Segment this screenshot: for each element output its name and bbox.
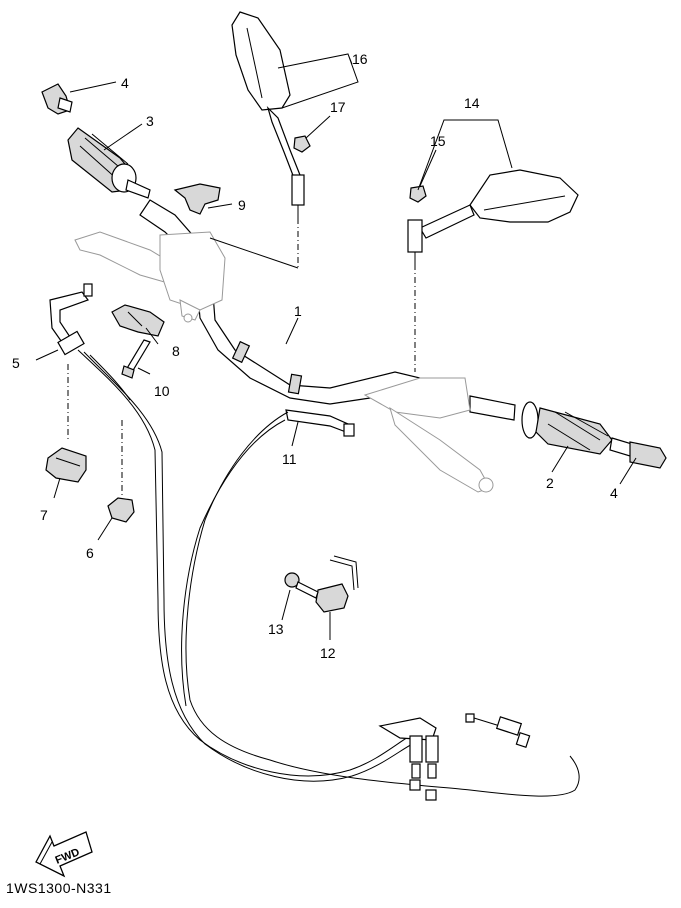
callout-17: 17 xyxy=(330,99,346,115)
clamp-8[interactable] xyxy=(111,304,165,337)
alignment-lines xyxy=(67,218,416,496)
left-mirror[interactable] xyxy=(231,11,305,218)
left-bar-end-weight[interactable] xyxy=(41,83,73,115)
bolt-10[interactable] xyxy=(121,339,151,379)
left-grip[interactable] xyxy=(67,127,151,199)
callout-3: 3 xyxy=(146,113,154,129)
callout-labels: 1 2 3 4 4 5 6 7 8 9 10 11 12 13 14 15 16… xyxy=(12,51,618,661)
callout-10: 10 xyxy=(154,383,170,399)
callout-13: 13 xyxy=(268,621,284,637)
callout-11: 11 xyxy=(282,451,297,467)
callout-4-right: 4 xyxy=(610,485,618,501)
callout-6: 6 xyxy=(86,545,94,561)
part-code-label: 1WS1300-N331 xyxy=(6,880,112,896)
brake-lever-assembly xyxy=(363,377,494,493)
switch-12[interactable] xyxy=(315,555,359,613)
callout-1: 1 xyxy=(294,303,302,319)
callout-2: 2 xyxy=(546,475,554,491)
throttle-cable[interactable] xyxy=(49,283,425,782)
cable-end-fittings xyxy=(378,713,531,801)
callout-9: 9 xyxy=(238,197,246,213)
callout-7: 7 xyxy=(40,507,48,523)
clutch-lever-assembly xyxy=(74,231,226,323)
callout-8: 8 xyxy=(172,343,180,359)
callout-15: 15 xyxy=(430,133,446,149)
callout-14: 14 xyxy=(464,95,480,111)
right-bar-end-weight[interactable] xyxy=(609,437,667,469)
clutch-cable[interactable] xyxy=(181,409,580,797)
right-grip[interactable] xyxy=(469,395,613,455)
protector-7[interactable] xyxy=(45,447,87,483)
right-mirror[interactable] xyxy=(407,169,579,264)
right-mirror-nut[interactable] xyxy=(409,185,427,203)
callout-12: 12 xyxy=(320,645,336,661)
callout-16: 16 xyxy=(352,51,368,67)
fwd-arrow-icon: FWD xyxy=(35,831,93,878)
leader-lines xyxy=(35,53,637,640)
left-mirror-nut[interactable] xyxy=(293,135,311,153)
callout-5: 5 xyxy=(12,355,20,371)
holder-9[interactable] xyxy=(173,183,221,215)
callout-4-top: 4 xyxy=(121,75,129,91)
screw-13[interactable] xyxy=(284,572,319,599)
